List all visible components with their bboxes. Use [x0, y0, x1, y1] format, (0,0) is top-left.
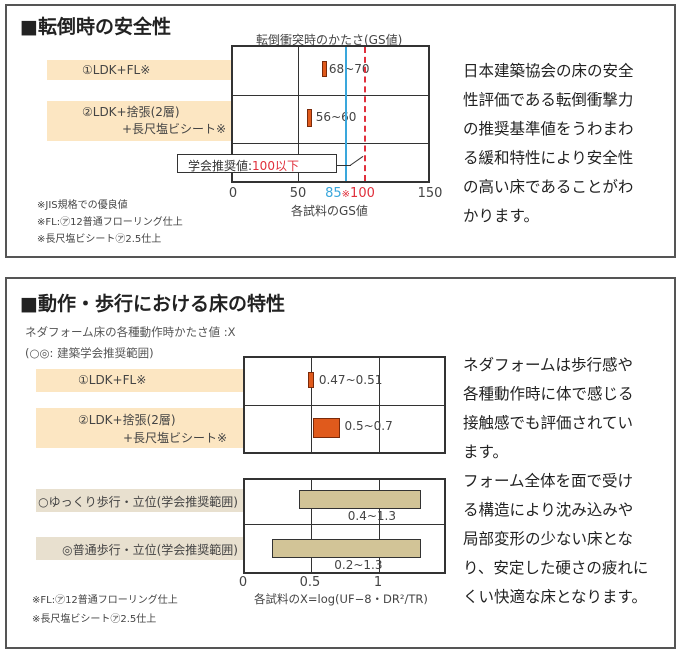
x-bar	[308, 372, 314, 388]
para-line: の推奨基準値をうわまわ	[463, 120, 634, 138]
x-chart-recommended: 0.4~1.3 0.2~1.3	[243, 478, 446, 574]
gs-value-label: 68~70	[328, 62, 370, 76]
para-line: 性評価である転倒衝撃力	[463, 91, 634, 109]
tick: 50	[289, 186, 307, 201]
range-label: ◎普通歩行・立位(学会推奨範囲)	[62, 543, 238, 557]
para-line: フォーム全体を面で受け	[463, 472, 634, 490]
chart1-xlabel: 各試料のGS値	[291, 204, 368, 218]
x-value-label: 0.47~0.51	[318, 373, 383, 387]
para-line: 局部変形の少ない床とな	[463, 530, 634, 548]
note: ※長尺塩ビシート㋐2.5仕上	[32, 614, 157, 625]
jis-tick: 85※100	[325, 186, 375, 201]
section2-paragraph: ネダフォームは歩行感や 各種動作時に体で感じる 接触感でも評価されてい ます。 …	[463, 351, 648, 612]
recommended-line	[364, 47, 367, 181]
chart2-row2-label: ②LDK+捨張(2層) +長尺塩ビシート※	[36, 408, 244, 448]
section2-subtitle: ネダフォーム床の各種動作時かたさ値 :X	[25, 325, 236, 339]
para-line: くい快適な床となります。	[463, 588, 647, 606]
range-value-label: 0.2~1.3	[334, 558, 383, 572]
section2-title: ■動作・歩行における床の特性	[20, 293, 285, 315]
gs-bar	[322, 61, 328, 77]
range1-label: ○ゆっくり歩行・立位(学会推奨範囲)	[36, 489, 244, 512]
tick: 0	[238, 575, 248, 590]
para-line: る構造により沈み込みや	[463, 501, 634, 519]
recommended-range-bar	[299, 490, 421, 509]
walking-panel	[5, 277, 676, 649]
chart1-title: 転倒衝突時のかたさ(GS値)	[256, 33, 403, 47]
para-line: る緩和特性により安全性	[463, 149, 634, 167]
jis-value: 85	[325, 186, 342, 201]
callout-value: 100以下	[252, 159, 299, 173]
note: ※FL:㋐12普通フローリング仕上	[32, 595, 178, 606]
tick: 0.5	[299, 575, 321, 590]
para-line: ます。	[463, 443, 508, 461]
tick: 0	[228, 186, 238, 201]
para-line: の高い床であることがわ	[463, 178, 634, 196]
row-label: ②LDK+捨張(2層)	[82, 105, 180, 119]
section1-title: ■転倒時の安全性	[20, 16, 171, 38]
chart1-row1-label: ①LDK+FL※	[47, 60, 232, 80]
recommended-value: 100	[350, 186, 375, 201]
x-bar	[312, 418, 340, 438]
x-chart-samples: 0.47~0.51 0.5~0.7	[243, 356, 446, 454]
row-label: ①LDK+FL※	[82, 63, 151, 77]
note: ※FL:㋐12普通フローリング仕上	[37, 217, 183, 228]
tick: 1	[373, 575, 383, 590]
chart1-row2-label: ②LDK+捨張(2層) +長尺塩ビシート※	[47, 101, 232, 141]
range2-label: ◎普通歩行・立位(学会推奨範囲)	[36, 537, 244, 560]
para-line: ネダフォームは歩行感や	[463, 356, 634, 374]
jis-line	[344, 47, 347, 181]
tick: 150	[417, 186, 443, 201]
callout-leader	[337, 165, 351, 166]
jis-mark: ※	[341, 189, 351, 200]
gs-bar	[306, 109, 312, 127]
gs-value-label: 56~60	[315, 110, 357, 124]
para-line: 日本建築協会の床の安全	[463, 62, 634, 80]
chart2-xlabel: 各試料のX=log(UF−8・DR²/TR)	[254, 592, 428, 606]
callout-box: 学会推奨値:100以下	[177, 154, 337, 173]
section2-legend: (○◎: 建築学会推奨範囲)	[25, 346, 154, 360]
range-label: ○ゆっくり歩行・立位(学会推奨範囲)	[38, 495, 238, 509]
row-label: +長尺塩ビシート※	[122, 122, 227, 136]
range-value-label: 0.4~1.3	[347, 509, 396, 523]
row-label: +長尺塩ビシート※	[123, 431, 228, 445]
para-line: かります。	[463, 207, 539, 225]
note: ※長尺塩ビシート㋐2.5仕上	[37, 234, 162, 245]
row-label: ①LDK+FL※	[78, 373, 147, 387]
para-line: 各種動作時に体で感じる	[463, 385, 634, 403]
gs-chart: 68~70 56~60	[231, 45, 430, 183]
section1-paragraph: 日本建築協会の床の安全 性評価である転倒衝撃力 の推奨基準値をうわまわ る緩和特…	[463, 57, 634, 231]
para-line: り、安定した硬さの疲れに	[463, 559, 649, 577]
para-line: 接触感でも評価されてい	[463, 414, 634, 432]
row-label: ②LDK+捨張(2層)	[78, 413, 176, 427]
recommended-range-bar	[272, 539, 421, 558]
chart2-row1-label: ①LDK+FL※	[36, 369, 244, 392]
x-value-label: 0.5~0.7	[344, 419, 393, 433]
note: ※JIS規格での優良値	[37, 200, 128, 211]
callout-prefix: 学会推奨値:	[188, 159, 253, 173]
